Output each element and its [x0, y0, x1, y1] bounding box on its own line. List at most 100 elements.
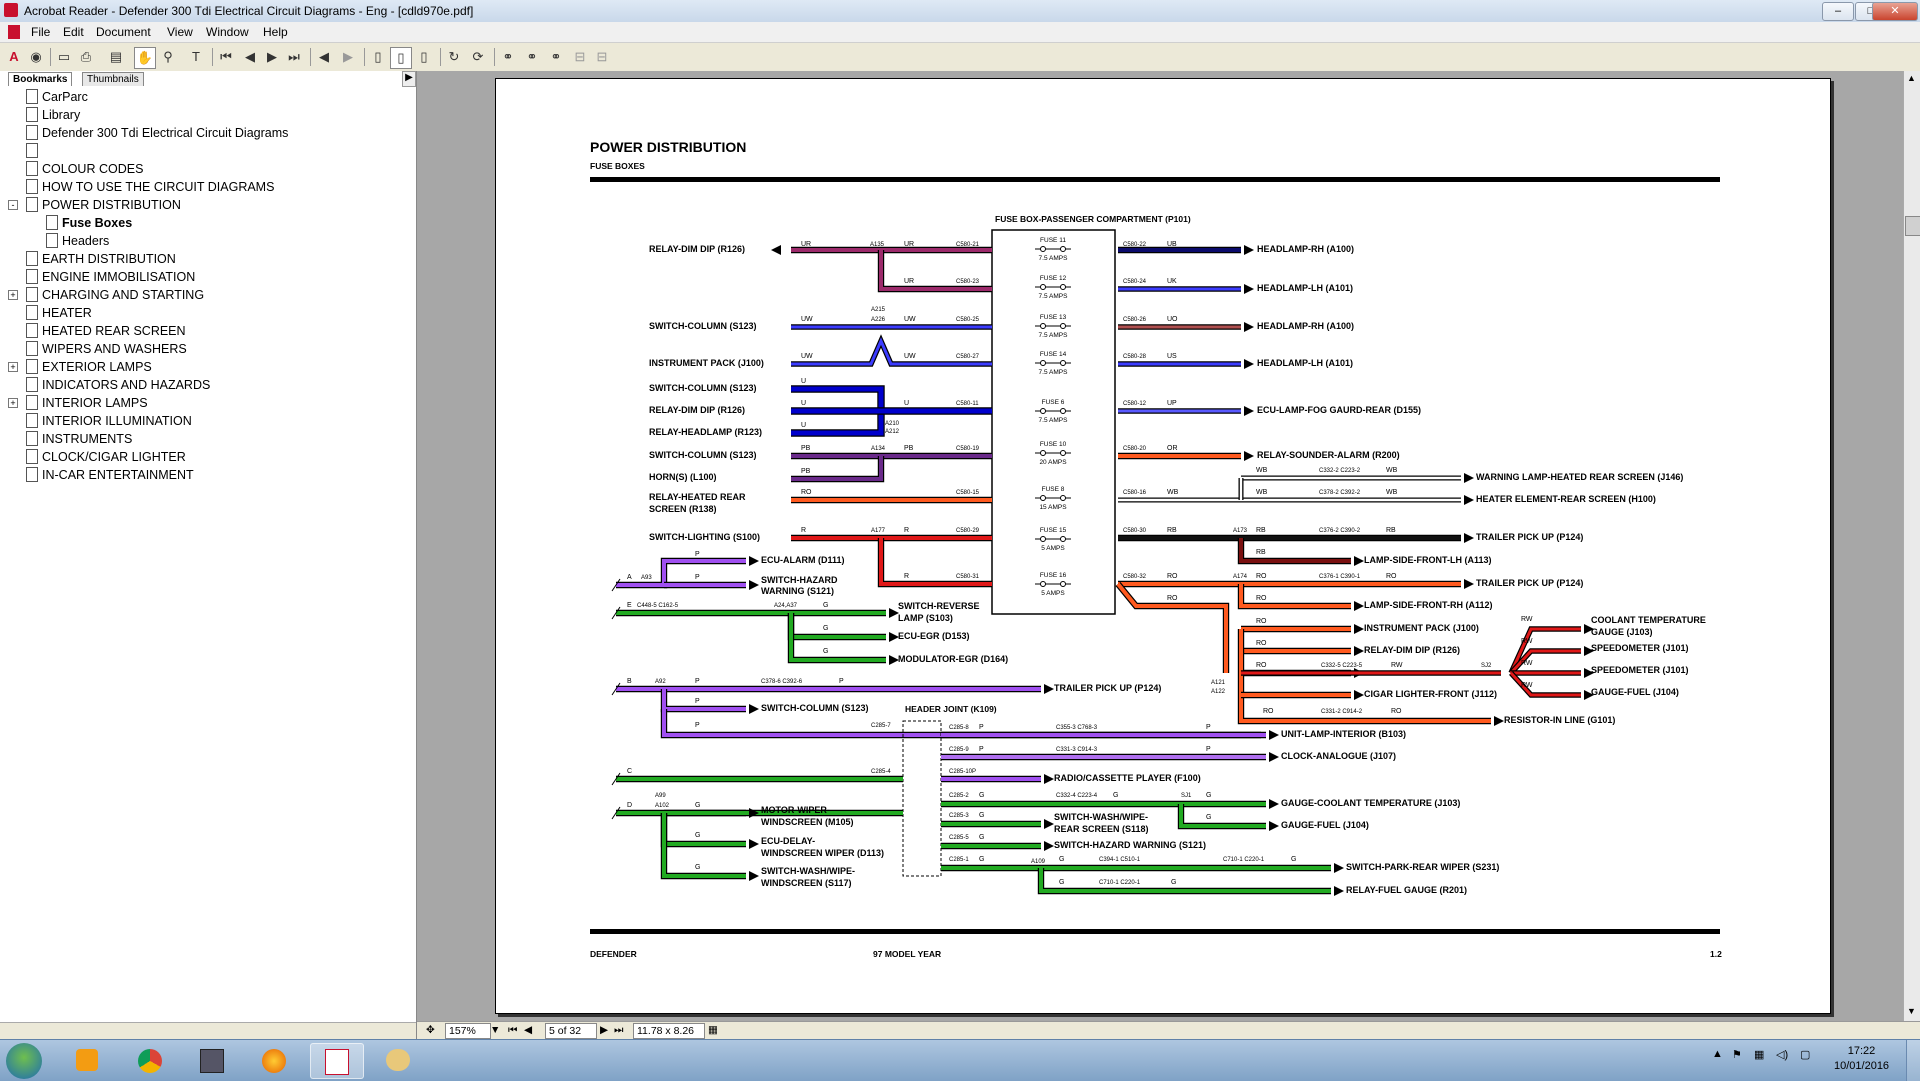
diagram-label: A [627, 574, 632, 581]
action-center-icon[interactable]: ⚑ [1732, 1049, 1742, 1061]
first-page-icon[interactable]: ⏮ [220, 49, 232, 64]
last-page-icon[interactable]: ⏭ [288, 49, 300, 64]
volume-icon[interactable]: ◁) [1776, 1049, 1789, 1061]
menu-document[interactable]: Document [96, 25, 151, 39]
system-clock[interactable]: 17:22 10/01/2016 [1834, 1044, 1889, 1074]
acrobat-taskbar-icon[interactable] [310, 1043, 364, 1079]
bookmark-page-icon [26, 395, 38, 410]
expand-icon[interactable]: + [8, 398, 18, 408]
diagram-label: C378-6 C392-6 [761, 679, 803, 685]
prev-highlight-icon[interactable]: ⊟ [574, 49, 586, 64]
menu-file[interactable]: File [31, 25, 51, 39]
bookmark-item[interactable]: Defender 300 Tdi Electrical Circuit Diag… [26, 125, 288, 140]
media-player-icon[interactable] [62, 1043, 114, 1077]
bookmark-item[interactable]: +INTERIOR LAMPS [8, 395, 148, 410]
bookmark-page-icon [26, 341, 38, 356]
bookmark-item[interactable]: ENGINE IMMOBILISATION [26, 269, 196, 284]
scroll-thumb[interactable] [1905, 216, 1920, 236]
tray-expand-icon[interactable]: ▲ [1712, 1048, 1723, 1060]
scroll-down-icon[interactable]: ▼ [1907, 1006, 1916, 1016]
fit-page-icon[interactable]: ▯ [390, 47, 412, 69]
bookmark-item[interactable]: IN-CAR ENTERTAINMENT [26, 467, 194, 482]
vertical-scrollbar[interactable]: ▲ ▼ [1903, 71, 1920, 1021]
scroll-up-icon[interactable]: ▲ [1907, 73, 1916, 83]
right-label: ECU-LAMP-FOG GAURD-REAR (D155) [1257, 405, 1421, 415]
bookmark-item[interactable]: HEATER [26, 305, 92, 320]
show-hide-navigation-icon[interactable]: ▤ [109, 49, 123, 64]
bookmark-horizontal-scrollbar[interactable] [0, 1022, 416, 1039]
network-icon[interactable]: ▦ [1754, 1049, 1765, 1061]
status-prev-page-icon[interactable]: ◀ [524, 1024, 533, 1036]
fuse-terminal [1040, 408, 1046, 414]
bookmark-item[interactable]: +CHARGING AND STARTING [8, 287, 204, 302]
next-highlight-icon[interactable]: ⊟ [596, 49, 608, 64]
open-icon[interactable]: ▭ [57, 49, 71, 64]
show-desktop-button[interactable] [1906, 1040, 1920, 1081]
page-number-field[interactable]: 5 of 32 [545, 1023, 597, 1039]
bookmark-item[interactable]: INTERIOR ILLUMINATION [26, 413, 192, 428]
status-first-page-icon[interactable]: ⏮ [508, 1024, 518, 1036]
bookmark-item[interactable]: CLOCK/CIGAR LIGHTER [26, 449, 186, 464]
arrow-right-icon [1244, 245, 1254, 255]
paint-icon[interactable] [372, 1043, 424, 1077]
bookmark-item[interactable]: INSTRUMENTS [26, 431, 132, 446]
page-layout-icon[interactable]: ✥ [426, 1024, 435, 1036]
lower-label: UNIT-LAMP-INTERIOR (B103) [1281, 729, 1406, 739]
arrow-right-icon [1464, 495, 1474, 505]
fit-width-icon[interactable]: ▯ [420, 49, 428, 64]
menu-edit[interactable]: Edit [63, 25, 84, 39]
collapse-icon[interactable]: - [8, 200, 18, 210]
next-page-icon[interactable]: ▶ [267, 49, 277, 64]
zoom-tool-icon[interactable]: ⚲ [163, 49, 173, 64]
go-back-icon[interactable]: ◀ [319, 49, 329, 64]
text-select-icon[interactable]: T [192, 49, 200, 64]
bookmark-item[interactable]: CarParc [26, 89, 88, 104]
bookmark-item[interactable]: HEATED REAR SCREEN [26, 323, 186, 338]
search-results-icon[interactable]: ⚭ [550, 49, 562, 64]
menu-window[interactable]: Window [206, 25, 249, 39]
web-capture-icon[interactable]: ◉ [30, 49, 42, 64]
tab-thumbnails[interactable]: Thumbnails [82, 72, 144, 86]
go-forward-icon[interactable]: ▶ [343, 49, 353, 64]
document-icon[interactable] [8, 25, 20, 39]
menu-view[interactable]: View [167, 25, 193, 39]
bookmark-item[interactable]: Headers [46, 233, 109, 248]
expand-icon[interactable]: + [8, 362, 18, 372]
menu-help[interactable]: Help [263, 25, 288, 39]
bookmark-item[interactable]: COLOUR CODES [26, 161, 143, 176]
bookmark-item[interactable]: -POWER DISTRIBUTION [8, 197, 181, 212]
firefox-icon[interactable] [248, 1043, 300, 1077]
zoom-dropdown-icon[interactable]: ▼ [490, 1024, 501, 1036]
bookmark-item[interactable]: WIPERS AND WASHERS [26, 341, 187, 356]
status-last-page-icon[interactable]: ⏭ [614, 1024, 624, 1036]
actual-size-icon[interactable]: ▯ [374, 49, 382, 64]
calculator-icon[interactable] [186, 1043, 238, 1077]
fuse-rating: 15 AMPS [1039, 504, 1067, 511]
chrome-icon[interactable] [124, 1043, 176, 1077]
bookmark-item[interactable]: +EXTERIOR LAMPS [8, 359, 152, 374]
bookmark-item[interactable]: INDICATORS AND HAZARDS [26, 377, 210, 392]
expand-icon[interactable]: + [8, 290, 18, 300]
search-icon[interactable]: ⚭ [526, 49, 538, 64]
status-next-page-icon[interactable]: ▶ [600, 1024, 609, 1036]
hand-tool-icon[interactable]: ✋ [134, 47, 156, 69]
start-button[interactable] [6, 1043, 42, 1079]
bookmark-label: ENGINE IMMOBILISATION [42, 270, 196, 284]
minimize-button[interactable]: – [1822, 2, 1854, 21]
pane-menu-arrow-icon[interactable]: ▶ [402, 71, 416, 87]
rotate-icon[interactable]: ↻ [448, 49, 460, 64]
tab-bookmarks[interactable]: Bookmarks [8, 72, 73, 86]
close-button[interactable]: ✕ [1872, 2, 1918, 21]
diagram-label: C710-1 C220-1 [1099, 880, 1141, 886]
zoom-field[interactable]: 157% [445, 1023, 491, 1039]
prev-page-icon[interactable]: ◀ [245, 49, 255, 64]
bookmark-item[interactable]: HOW TO USE THE CIRCUIT DIAGRAMS [26, 179, 274, 194]
print-icon[interactable]: ⎙ [80, 49, 92, 64]
bookmark-item[interactable]: Fuse Boxes [46, 215, 132, 230]
rotate-pages-icon[interactable]: ⟳ [472, 49, 484, 64]
bookmark-item[interactable]: Library [26, 107, 80, 122]
fuse-terminal [1040, 581, 1046, 587]
bookmark-item[interactable]: EARTH DISTRIBUTION [26, 251, 176, 266]
notification-icon[interactable]: ▢ [1800, 1049, 1811, 1061]
find-icon[interactable]: ⚭ [502, 49, 514, 64]
